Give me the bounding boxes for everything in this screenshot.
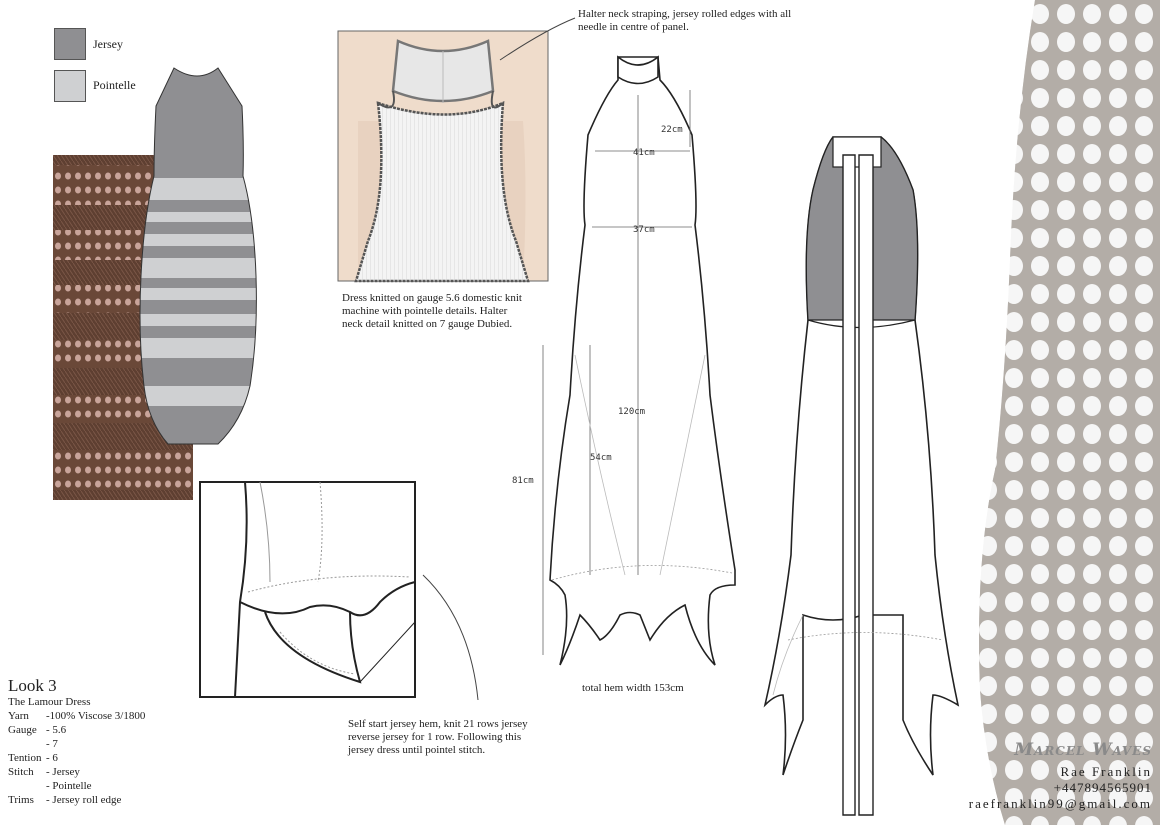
grey-knit-photo — [979, 0, 1160, 825]
measure-54: 54cm — [590, 453, 612, 463]
spec-row: Stitch- Jersey — [8, 766, 80, 778]
measure-81: 81cm — [512, 476, 534, 486]
hem-note: Self start jersey hem, knit 21 rows jers… — [348, 718, 528, 756]
spec-row: Trims- Jersey roll edge — [8, 794, 122, 806]
front-flat-dress — [542, 55, 736, 666]
measure-hem-width: total hem width 153cm — [582, 682, 684, 694]
hem-detail — [199, 481, 416, 698]
spec-block: Look 3 The Lamour Dress Yarn-100% Viscos… — [8, 676, 208, 807]
spec-row: Tention- 6 — [8, 752, 58, 764]
measure-41: 41cm — [633, 148, 655, 158]
halter-note: Halter neck straping, jersey rolled edge… — [578, 8, 792, 33]
measure-22: 22cm — [661, 125, 683, 135]
spec-row: - 7 — [46, 738, 58, 750]
legend-label-jersey: Jersey — [93, 37, 123, 51]
legend-swatch-pointelle — [54, 70, 86, 102]
back-flat-dress — [763, 136, 960, 816]
legend-label-pointelle: Pointelle — [93, 78, 136, 92]
designer-name: Rae Franklin — [1060, 764, 1152, 779]
dress-name: The Lamour Dress — [8, 696, 91, 708]
spec-row: Yarn-100% Viscose 3/1800 — [8, 710, 146, 722]
measure-120: 120cm — [618, 407, 646, 417]
colour-block-dress — [139, 67, 257, 445]
measure-37: 37cm — [633, 225, 655, 235]
brand-block: Marcel Waves Rae Franklin +447894565901 … — [930, 740, 1152, 812]
halter-back-detail — [337, 30, 549, 283]
designer-email: raefranklin99@gmail.com — [968, 796, 1152, 811]
spec-row: Gauge- 5.6 — [8, 724, 67, 736]
knit-note: Dress knitted on gauge 5.6 domestic knit… — [342, 292, 522, 330]
legend-swatch-jersey — [54, 28, 86, 60]
spec-row: - Pointelle — [46, 780, 92, 792]
look-title: Look 3 — [8, 676, 57, 695]
designer-phone: +447894565901 — [1053, 780, 1152, 795]
brand-logo: Marcel Waves — [1014, 740, 1152, 760]
